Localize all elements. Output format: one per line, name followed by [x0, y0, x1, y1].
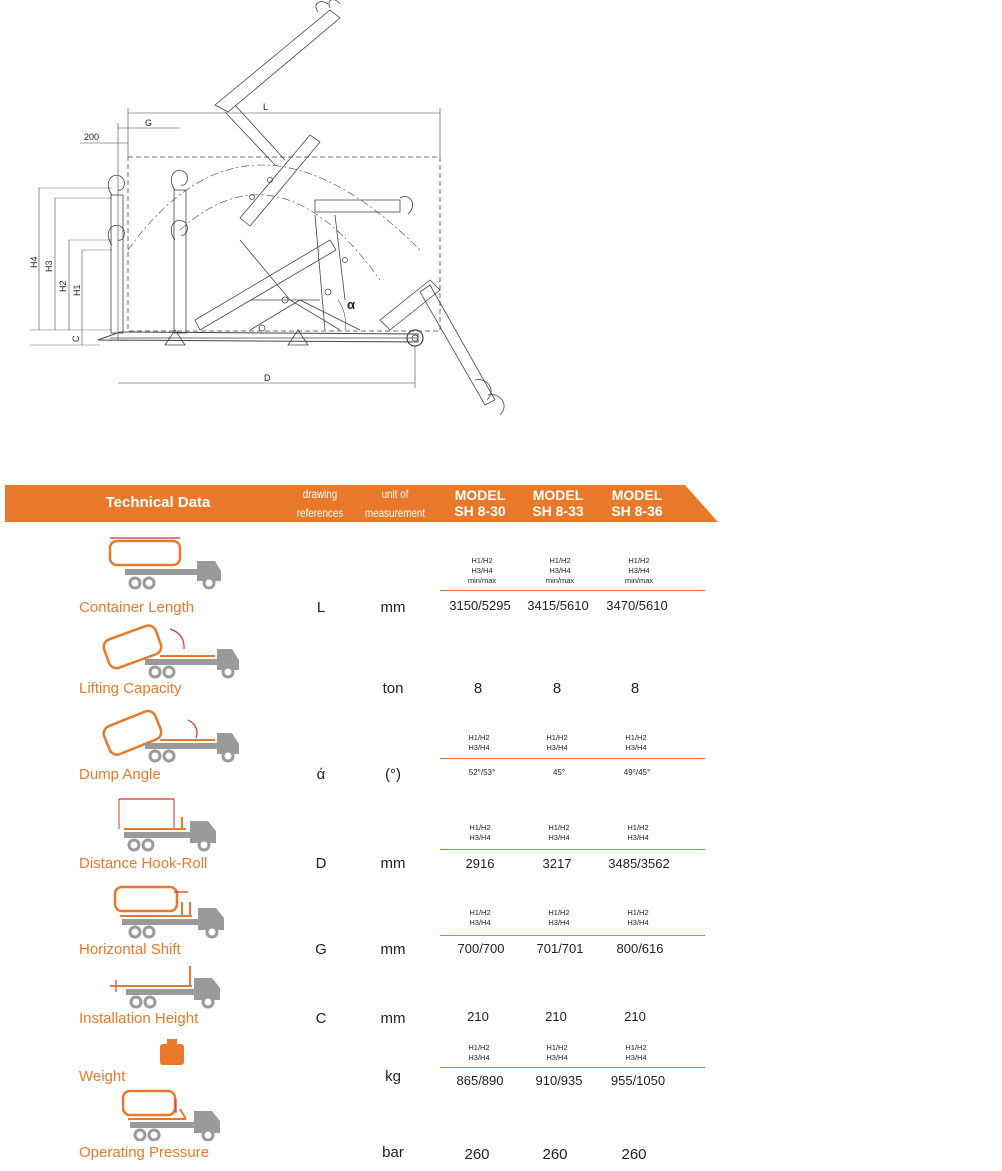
unit-mm: mm [380, 941, 406, 958]
row-separator [440, 758, 705, 759]
dim-alpha: α [347, 297, 355, 312]
ref-C: C [315, 1010, 327, 1027]
value-cell: 260 [464, 1146, 490, 1163]
dim-200: 200 [84, 132, 99, 142]
ref-L: L [316, 599, 326, 616]
value-cell: 260 [621, 1146, 647, 1163]
value-cell: 955/1050 [610, 1073, 666, 1088]
unit-kg: kg [385, 1068, 401, 1085]
horizontal-shift-icon [113, 885, 224, 939]
weight-icon [160, 1039, 184, 1065]
row-label-dump-angle: Dump Angle [79, 766, 161, 783]
value-cell: 49°/45° [623, 768, 651, 777]
row-label-horizontal-shift: Horizontal Shift [79, 941, 181, 958]
unit-ton: ton [382, 680, 404, 697]
value-cell: 8 [630, 680, 640, 697]
row-separator [440, 849, 705, 850]
container-length-icon [108, 537, 221, 590]
value-cell: 8 [552, 680, 562, 697]
dim-H3: H3 [44, 260, 54, 272]
dim-H4: H4 [29, 256, 39, 268]
value-cell: 45° [552, 768, 566, 777]
row-separator [440, 590, 705, 591]
dim-G: G [145, 118, 152, 128]
row-label-installation-height: Installation Height [79, 1010, 199, 1027]
dim-L: L [263, 102, 268, 112]
dim-H2: H2 [58, 280, 68, 292]
value-cell: 210 [545, 1009, 567, 1024]
hooklift-technical-drawing: L G 200 H4 H3 H2 H1 C D α [29, 0, 505, 416]
value-cell: 3470/5610 [606, 598, 668, 613]
value-cell: 52°/53° [468, 768, 496, 777]
table-title: Technical Data [105, 494, 211, 511]
dim-D: D [264, 373, 271, 383]
value-cell: 800/616 [616, 941, 664, 956]
value-cell: 260 [542, 1146, 568, 1163]
value-cell: 210 [467, 1009, 489, 1024]
dim-H1: H1 [72, 284, 82, 296]
ref-G: G [315, 941, 327, 958]
unit-degrees: (°) [385, 766, 401, 783]
ref-D: D [315, 855, 327, 872]
value-cell: 700/700 [457, 941, 505, 956]
value-cell: 3415/5610 [527, 598, 589, 613]
row-label-distance-hook-roll: Distance Hook-Roll [79, 855, 208, 872]
value-cell: 701/701 [536, 941, 584, 956]
installation-height-icon [110, 966, 220, 1009]
row-label-weight: Weight [79, 1068, 126, 1085]
value-cell: 2916 [465, 856, 495, 871]
row-separator [440, 1067, 705, 1068]
value-cell: 910/935 [535, 1073, 583, 1088]
ref-alpha: ά [316, 766, 326, 783]
value-cell: 8 [473, 680, 483, 697]
distance-hook-roll-icon [118, 798, 216, 852]
value-cell: 3150/5295 [449, 598, 511, 613]
operating-pressure-icon [121, 1089, 220, 1141]
lifting-capacity-icon [102, 624, 239, 679]
row-label-container-length: Container Length [79, 599, 195, 616]
value-cell: 210 [624, 1009, 646, 1024]
unit-mm: mm [380, 855, 406, 872]
container-outline [127, 156, 441, 332]
unit-bar: bar [382, 1144, 404, 1161]
value-cell: 865/890 [456, 1073, 504, 1088]
unit-mm: mm [380, 1010, 406, 1027]
value-cell: 3217 [542, 856, 572, 871]
row-label-lifting-capacity: Lifting Capacity [79, 680, 182, 697]
value-cell: 3485/3562 [608, 856, 670, 871]
dump-angle-icon [102, 709, 239, 763]
row-label-operating-pressure: Operating Pressure [79, 1144, 210, 1161]
dim-C: C [71, 335, 81, 342]
row-separator [440, 935, 705, 936]
unit-mm: mm [380, 599, 406, 616]
